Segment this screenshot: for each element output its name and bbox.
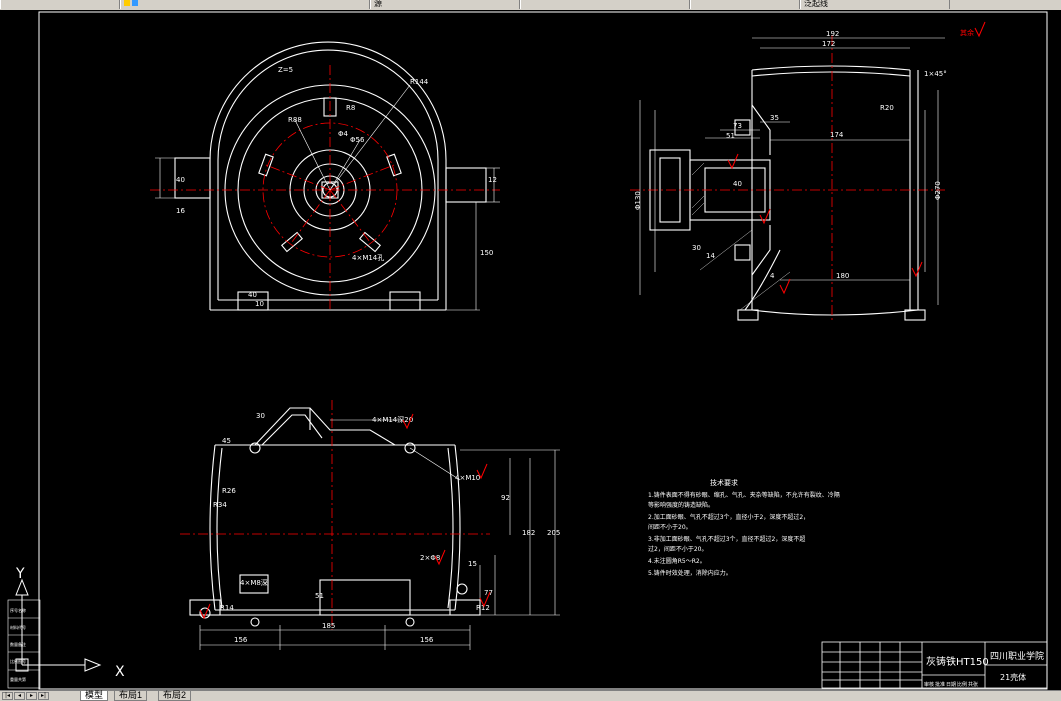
label-dim40: 40 [176, 176, 185, 184]
title-school: 四川职业学院 [990, 650, 1044, 662]
title-material: 灰铸铁HT150 [926, 655, 989, 668]
toolbar-segment-5[interactable] [690, 0, 800, 9]
label-r8: R8 [346, 104, 355, 112]
tech-req-title: 技术要求 [710, 478, 738, 487]
left-legend: 序号名称 材料代号 数量备注 比例图号 重量共第 [7, 599, 41, 689]
drawing-canvas[interactable]: Z=5 R144 R88 R8 Φ56 Φ4 4×M14孔 40 16 12 1… [0, 10, 1061, 690]
legend-line-3: 数量备注 [10, 641, 26, 647]
label-dim180: 180 [836, 272, 849, 280]
label-dim92: 92 [501, 494, 510, 502]
toolbar-segment-3[interactable]: 源 [370, 0, 520, 9]
tech-req-line-1: 1.铸件表面不得有砂眼、缩孔、气孔、夹杂等缺陷，不允许有裂纹、冷隔 [648, 491, 840, 499]
label-r144: R144 [410, 78, 429, 86]
title-small-3: 日期 [946, 682, 956, 688]
label-dim150: 150 [480, 249, 493, 257]
toolbar-segment-1[interactable] [0, 0, 120, 9]
tech-requirements: 技术要求 1.铸件表面不得有砂眼、缩孔、气孔、夹杂等缺陷，不允许有裂纹、冷隔 等… [648, 478, 840, 577]
tech-req-line-6: 过2，间距不小于20。 [648, 545, 707, 553]
label-r26: R26 [222, 487, 236, 495]
label-dim2x: 2×Φ8 [420, 554, 440, 562]
toolbar-segment-6[interactable]: 泛起线 [800, 0, 950, 9]
label-dim270: Φ270 [934, 181, 942, 200]
tech-req-line-4: 间距不小于20。 [648, 523, 692, 531]
front-view: Z=5 R144 R88 R8 Φ56 Φ4 4×M14孔 40 16 12 1… [150, 41, 500, 311]
label-dim40: 40 [733, 180, 742, 188]
label-dim185: 185 [322, 622, 335, 630]
title-block: 灰铸铁HT150 四川职业学院 21壳体 审核 批准 日期 比例 共张 [821, 641, 1048, 689]
layout-tab-bar: |◂ ◂ ▸ ▸| 模型 布局1 布局2 [0, 690, 1061, 701]
cad-drawing-svg: Z=5 R144 R88 R8 Φ56 Φ4 4×M14孔 40 16 12 1… [7, 11, 1048, 690]
label-z5: Z=5 [278, 66, 293, 74]
toolbar-segment-4[interactable] [520, 0, 690, 9]
label-dim40c: 40 [248, 291, 257, 299]
label-r12: R12 [476, 604, 490, 612]
tech-req-line-8: 5.铸件时效处理，消除内应力。 [648, 569, 732, 577]
label-dim4x: 4×M8深 [240, 578, 268, 587]
ucs-x-label: X [115, 664, 125, 680]
label-dimr20: R20 [880, 104, 894, 112]
lightbulb-icon [132, 0, 138, 6]
label-d56: Φ56 [350, 136, 365, 144]
label-dim172: 172 [822, 40, 835, 48]
label-thread: 4×M14孔 [352, 254, 384, 262]
next-tab-button[interactable]: ▸ [26, 692, 37, 700]
ucs-icon [15, 578, 102, 672]
label-dim156a: 156 [234, 636, 248, 644]
first-tab-button[interactable]: |◂ [2, 692, 13, 700]
label-callout1: 4×M14深20 [372, 415, 413, 424]
label-dim12: 12 [488, 176, 497, 184]
label-r34: R34 [213, 501, 227, 509]
label-dim77: 77 [484, 589, 493, 597]
label-dim10: 10 [255, 300, 264, 308]
label-dim73: 73 [733, 122, 742, 130]
label-dim1x45: 1×45° [924, 70, 947, 78]
title-small-4: 比例 [957, 681, 967, 688]
label-dim192: 192 [826, 30, 839, 38]
bottom-view: 4×M14深20 4×M10 R26 R34 R14 R12 92 182 20… [180, 21, 986, 650]
title-small-2: 批准 [935, 681, 945, 688]
legend-line-4: 比例图号 [10, 658, 26, 664]
label-dim51: 51 [726, 132, 735, 140]
tech-req-line-2: 等影响强度的铸造缺陷。 [648, 501, 714, 509]
ucs-y-label: Y [15, 566, 25, 582]
label-dim130: Φ130 [634, 191, 642, 210]
roughness-label: 其余 [960, 28, 974, 37]
title-part: 21壳体 [1000, 672, 1026, 682]
label-r88: R88 [288, 116, 302, 124]
label-dim45: 45 [222, 437, 231, 445]
label-dim16: 16 [176, 207, 185, 215]
label-r14: R14 [220, 604, 234, 612]
tech-req-line-3: 2.加工面砂眼、气孔不超过3个，直径小于2，深度不超过2， [648, 513, 809, 521]
label-dim51: 51 [315, 592, 324, 600]
tech-req-line-5: 3.非加工面砂眼、气孔不超过3个，直径不超过2，深度不超 [648, 535, 805, 543]
legend-line-5: 重量共第 [10, 676, 26, 682]
title-small-1: 审核 [924, 681, 934, 688]
tech-req-line-7: 4.未注圆角R5～R2。 [648, 557, 706, 565]
label-dim14: 14 [706, 252, 715, 260]
label-dim174: 174 [830, 131, 844, 139]
label-dim30: 30 [256, 412, 265, 420]
legend-line-2: 材料代号 [10, 624, 26, 630]
label-dim30: 30 [692, 244, 701, 252]
drawing-border [38, 11, 1048, 690]
label-dim205: 205 [547, 529, 560, 537]
toolbar-segment-2[interactable] [120, 0, 370, 9]
prev-tab-button[interactable]: ◂ [14, 692, 25, 700]
label-d4: Φ4 [338, 130, 349, 138]
label-dim4: 4 [770, 272, 775, 280]
legend-line-1: 序号名称 [10, 607, 26, 613]
label-dim182: 182 [522, 529, 535, 537]
label-dim15: 15 [468, 560, 477, 568]
label-dim35: 35 [770, 114, 779, 122]
title-small-5: 共张 [968, 681, 978, 688]
layer-icon [124, 0, 130, 6]
label-dim156b: 156 [420, 636, 434, 644]
last-tab-button[interactable]: ▸| [38, 692, 49, 700]
side-view: 192 172 174 35 73 51 40 180 R20 1×45° Φ1… [630, 30, 947, 321]
label-callout2: 4×M10 [455, 474, 480, 482]
